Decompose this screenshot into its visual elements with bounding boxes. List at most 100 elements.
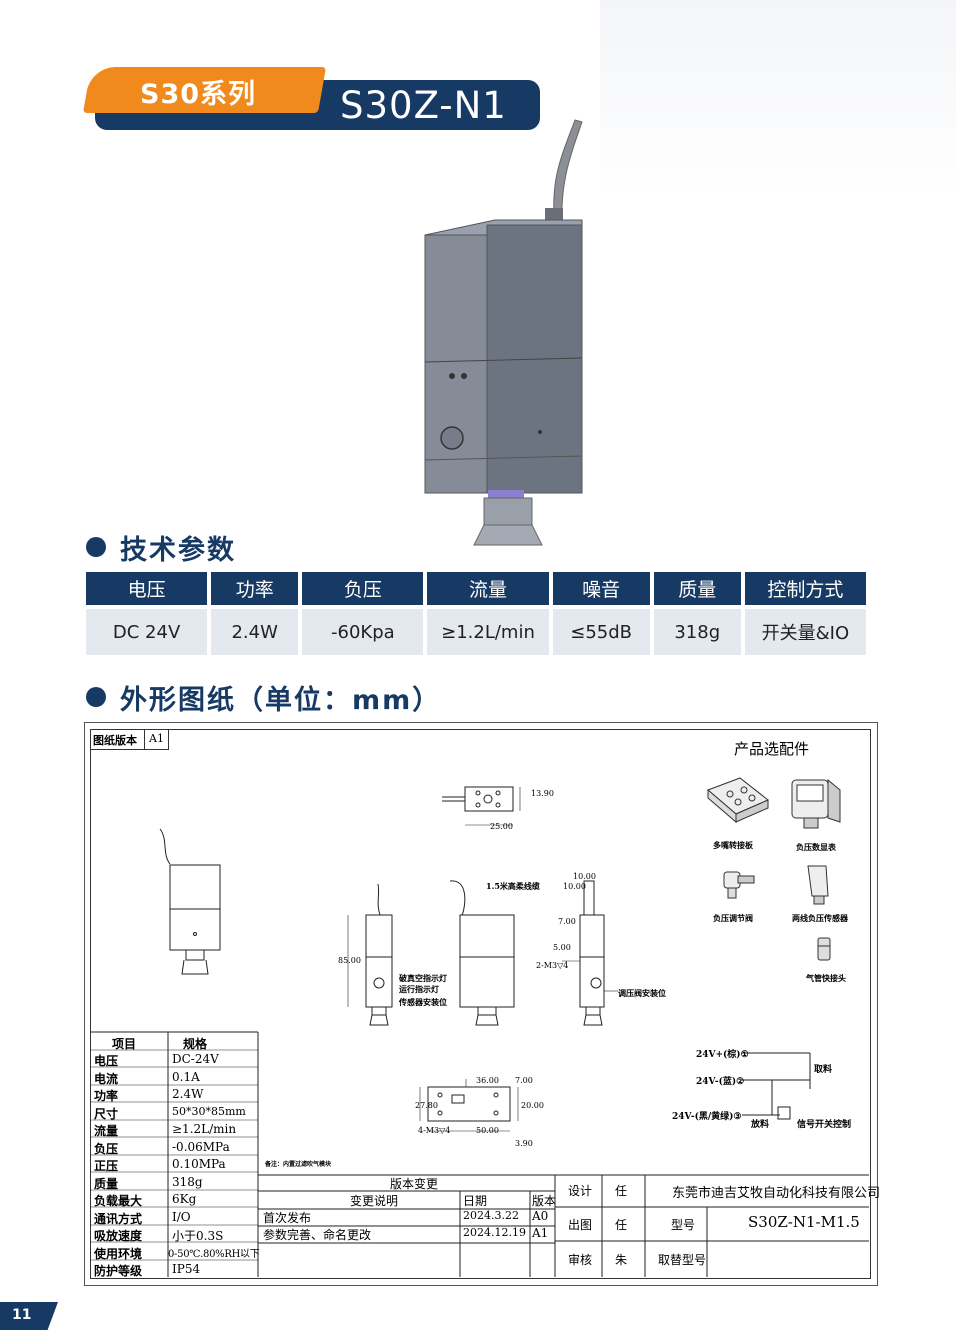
dim-7-00-b: 7.00 <box>515 1076 533 1085</box>
drawing-inner-frame <box>90 729 871 1279</box>
spec-list-label: 流量 <box>94 1124 119 1138</box>
accessory-vacuum-sensor: 两线负压传感器 <box>792 913 848 923</box>
title-model-label: 型号 <box>671 1218 696 1232</box>
dim-10-00-a: 10.00 <box>573 872 596 881</box>
spec-list-label: 电流 <box>94 1071 119 1086</box>
callout-sensor-mount: 传感器安装位 <box>399 997 447 1007</box>
title-model-value: S30Z-N1-M1.5 <box>748 1213 860 1231</box>
wire-black: 24V-(黑/黄绿)③ <box>672 1112 742 1122</box>
spec-header-weight: 质量 <box>653 572 741 605</box>
technical-drawing <box>90 786 869 1277</box>
wire-release-label: 放料 <box>751 1120 770 1130</box>
spec-value-power: 2.4W <box>211 605 299 655</box>
dim-13-90: 13.90 <box>531 789 554 798</box>
spec-header-vacuum: 负压 <box>302 572 424 605</box>
spec-list-value: I/O <box>172 1209 191 1224</box>
version-box <box>90 729 169 750</box>
cable-label: 1.5米高柔线缆 <box>486 881 540 891</box>
version-divider <box>144 729 145 749</box>
spec-list-value: -0.06MPa <box>172 1139 230 1154</box>
model-title: S30Z-N1 <box>340 84 507 127</box>
drawing-heading: 外形图纸（单位：mm） <box>86 680 441 716</box>
background-decor <box>600 0 956 200</box>
page-number-badge: 11 <box>0 1302 58 1330</box>
spec-list-label: 防护等级 <box>94 1264 143 1278</box>
dim-10-00-b: 10.00 <box>563 882 586 891</box>
change-head-date: 日期 <box>463 1194 488 1208</box>
change-row-date: 2024.12.19 <box>463 1226 526 1239</box>
title-review-label: 审核 <box>568 1253 593 1267</box>
spec-list-label: 吸放速度 <box>94 1229 143 1243</box>
dim-7-00: 7.00 <box>558 917 576 926</box>
title-draw-label: 出图 <box>568 1218 593 1232</box>
spec-list-value: 2.4W <box>172 1087 204 1101</box>
version-change-title: 版本变更 <box>390 1177 439 1191</box>
spec-list-label: 功率 <box>94 1089 119 1103</box>
spec-list-label: 质量 <box>94 1176 119 1191</box>
spec-header-power: 功率 <box>211 572 299 605</box>
dim-20-00: 20.00 <box>521 1101 544 1110</box>
title-design-name: 任 <box>615 1184 628 1198</box>
accessories-title: 产品选配件 <box>734 740 810 758</box>
page-number: 11 <box>12 1307 32 1323</box>
change-head-desc: 变更说明 <box>350 1194 399 1208</box>
spec-list-label: 尺寸 <box>94 1106 119 1121</box>
drawing-note: 备注：内置过滤吹气模块 <box>265 1161 332 1168</box>
spec-list-value: 0-50℃.80%RH以下 <box>168 1248 260 1260</box>
tech-params-title: 技术参数 <box>120 534 236 566</box>
bullet-icon <box>86 537 106 557</box>
spec-list-head-item: 项目 <box>112 1037 137 1051</box>
dim-27-80: 27.80 <box>415 1101 438 1110</box>
dim-50-00: 50.00 <box>476 1126 499 1135</box>
wire-blue: 24V-(蓝)② <box>696 1077 745 1087</box>
company-name: 东莞市迪吉艾牧自动化科技有限公司 <box>672 1186 881 1201</box>
spec-list-label: 负载最大 <box>94 1194 143 1208</box>
spec-list-value: 0.10MPa <box>172 1157 226 1171</box>
spec-list-label: 使用环境 <box>94 1246 143 1261</box>
title-replace-label: 取替型号 <box>658 1253 707 1267</box>
callout-break-vacuum-led: 破真空指示灯 <box>399 973 447 983</box>
spec-value-vacuum: -60Kpa <box>302 605 424 655</box>
wire-signal-control: 信号开关控制 <box>797 1120 852 1130</box>
title-review-name: 朱 <box>615 1253 628 1267</box>
accessory-regulator-valve: 负压调节阀 <box>713 913 753 923</box>
spec-list-label: 正压 <box>94 1159 119 1173</box>
spec-list-label: 负压 <box>94 1141 119 1156</box>
accessory-vacuum-display: 负压数显表 <box>796 842 836 852</box>
change-row-ver: A1 <box>532 1226 549 1240</box>
product-image <box>424 119 583 546</box>
spec-value-voltage: DC 24V <box>86 605 208 655</box>
spec-header-control: 控制方式 <box>744 572 866 605</box>
dim-36-00: 36.00 <box>476 1076 499 1085</box>
accessories-sketch <box>707 777 841 961</box>
change-head-ver: 版本 <box>532 1194 557 1208</box>
dim-3-90: 3.90 <box>515 1139 533 1148</box>
tech-params-heading: 技术参数 <box>86 530 236 566</box>
wire-pick-label: 取料 <box>814 1065 833 1075</box>
spec-list-head-value: 规格 <box>183 1037 208 1051</box>
spec-list-value: 0.1A <box>172 1069 200 1084</box>
spec-value-flow: ≥1.2L/min <box>427 605 549 655</box>
spec-list-value: 50*30*85mm <box>172 1104 246 1118</box>
title-draw-name: 任 <box>615 1218 628 1232</box>
spec-table: 电压 功率 负压 流量 噪音 质量 控制方式 DC 24V 2.4W -60Kp… <box>82 572 870 655</box>
dim-5-00: 5.00 <box>553 943 571 952</box>
spec-value-control: 开关量&IO <box>744 605 866 655</box>
change-row-desc: 首次发布 <box>263 1211 312 1225</box>
title-design-label: 设计 <box>568 1184 593 1198</box>
spec-header-noise: 噪音 <box>552 572 650 605</box>
spec-list-value: DC-24V <box>172 1052 219 1066</box>
callout-valve-mount: 调压阀安装位 <box>618 988 666 998</box>
accessory-adapter-plate: 多嘴转接板 <box>713 840 753 850</box>
series-label: S30系列 <box>140 79 257 110</box>
spec-list-value: 6Kg <box>172 1192 197 1206</box>
spec-list-value: 小于0.3S <box>172 1229 224 1243</box>
spec-value-noise: ≤55dB <box>552 605 650 655</box>
bullet-icon <box>86 687 106 707</box>
dim-2-m3: 2-M3▽4 <box>536 961 569 970</box>
version-value: A1 <box>149 732 164 745</box>
change-row-date: 2024.3.22 <box>463 1209 519 1222</box>
change-row-ver: A0 <box>532 1209 549 1223</box>
wire-brown: 24V+(棕)① <box>696 1050 749 1060</box>
spec-list-label: 通讯方式 <box>94 1211 143 1226</box>
